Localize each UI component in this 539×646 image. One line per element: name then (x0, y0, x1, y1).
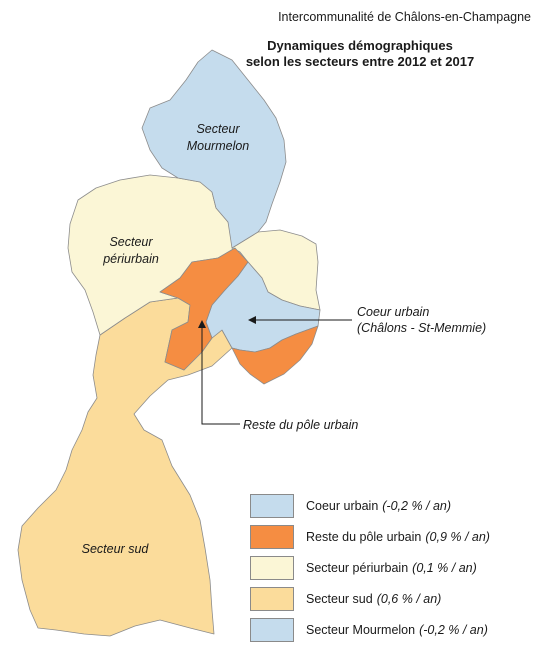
legend-item-secteur-mourmelon: Secteur Mourmelon (-0,2 % / an) (250, 615, 490, 644)
legend-rate-coeur-urbain: (-0,2 % / an) (382, 498, 452, 513)
callout-coeur-urbain: Coeur urbain (Châlons - St-Memmie) (357, 304, 486, 336)
organization-name: Intercommunalité de Châlons-en-Champagne (278, 10, 531, 24)
legend-item-coeur-urbain: Coeur urbain (-0,2 % / an) (250, 491, 490, 520)
legend-name-secteur-mourmelon: Secteur Mourmelon (306, 622, 416, 637)
legend-swatch-secteur-sud (250, 586, 294, 611)
legend-rate-reste-pole-urbain: (0,9 % / an) (425, 529, 490, 544)
legend-swatch-reste-pole-urbain (250, 524, 294, 549)
callout-coeur-urbain-line-2: (Châlons - St-Memmie) (357, 321, 487, 335)
callout-coeur-urbain-line-1: Coeur urbain (357, 305, 430, 319)
legend-item-secteur-periurbain: Secteur périurbain (0,1 % / an) (250, 553, 490, 582)
legend-name-coeur-urbain: Coeur urbain (306, 498, 379, 513)
region-secteur-mourmelon (141, 49, 287, 249)
label-secteur-mourmelon-line-1: Secteur (196, 122, 240, 136)
label-secteur-periurbain-line-2: périurbain (103, 252, 159, 266)
legend-rate-secteur-periurbain: (0,1 % / an) (412, 560, 477, 575)
reste-pole-urbain-leader (201, 322, 240, 425)
legend-item-secteur-sud: Secteur sud (0,6 % / an) (250, 584, 490, 613)
legend-swatch-secteur-mourmelon (250, 617, 294, 642)
map-title: Dynamiques démographiques selon les sect… (190, 38, 530, 70)
callout-reste-pole-urbain: Reste du pôle urbain (243, 417, 358, 433)
region-reste-pole-urbain-east (231, 325, 319, 385)
legend-name-reste-pole-urbain: Reste du pôle urbain (306, 529, 422, 544)
map-title-line-2: selon les secteurs entre 2012 et 2017 (245, 54, 475, 69)
coeur-urbain-arrowhead (248, 316, 256, 324)
label-secteur-sud: Secteur sud (60, 541, 170, 558)
legend-name-secteur-sud: Secteur sud (306, 591, 373, 606)
legend-name-secteur-periurbain: Secteur périurbain (306, 560, 409, 575)
legend-item-reste-pole-urbain: Reste du pôle urbain (0,9 % / an) (250, 522, 490, 551)
reste-pole-urbain-arrowhead (198, 320, 206, 328)
label-secteur-mourmelon-line-2: Mourmelon (186, 139, 250, 153)
legend-swatch-coeur-urbain (250, 493, 294, 518)
legend-swatch-secteur-periurbain (250, 555, 294, 580)
label-secteur-periurbain-line-1: Secteur (109, 235, 153, 249)
callout-reste-pole-urbain-text: Reste du pôle urbain (243, 418, 359, 432)
legend-rate-secteur-sud: (0,6 % / an) (376, 591, 442, 606)
map-title-line-1: Dynamiques démographiques (267, 38, 453, 53)
label-secteur-periurbain: Secteur périurbain (86, 234, 176, 268)
label-secteur-mourmelon: Secteur Mourmelon (168, 121, 268, 155)
legend: Coeur urbain (-0,2 % / an) Reste du pôle… (250, 491, 490, 646)
legend-rate-secteur-mourmelon: (-0,2 % / an) (419, 622, 488, 637)
label-secteur-sud-text: Secteur sud (81, 542, 149, 556)
